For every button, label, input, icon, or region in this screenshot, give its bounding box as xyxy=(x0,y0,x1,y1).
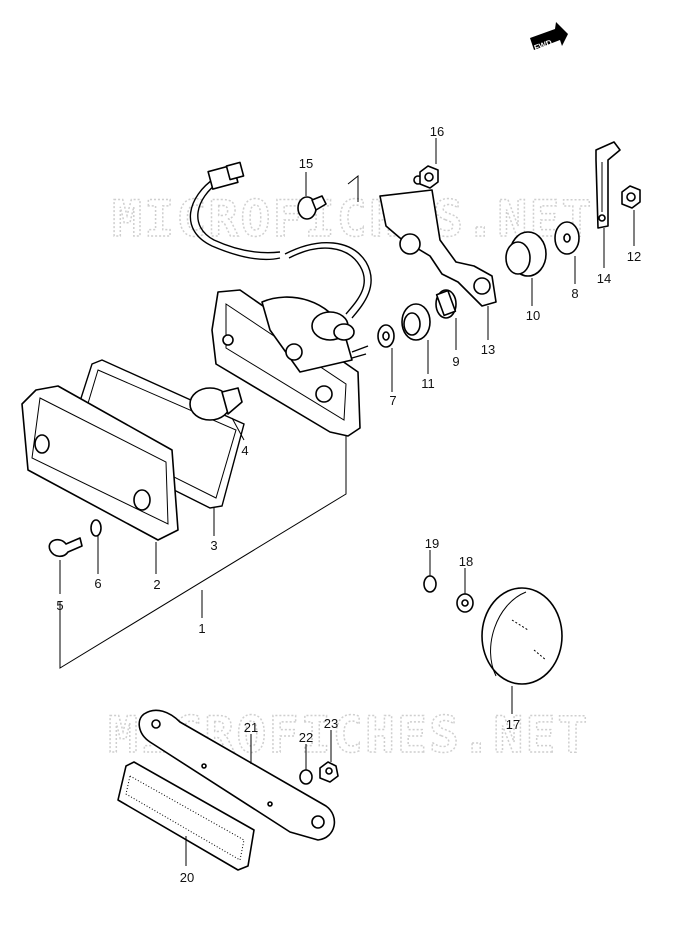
grommet-11 xyxy=(401,303,431,341)
washer-6 xyxy=(90,519,102,537)
callout-7: 7 xyxy=(389,393,396,408)
leader-lines xyxy=(59,138,635,866)
lamp-housing xyxy=(211,289,369,437)
callout-9: 9 xyxy=(452,354,459,369)
lens xyxy=(21,385,179,541)
bracket-13 xyxy=(347,174,497,307)
callout-13: 13 xyxy=(481,342,495,357)
stay-14 xyxy=(595,141,621,229)
screw-5 xyxy=(48,537,83,558)
callout-labels: 1 2 3 4 5 6 7 8 9 10 11 12 13 14 15 16 1… xyxy=(56,124,641,885)
grommet-10 xyxy=(505,231,547,277)
callout-4: 4 xyxy=(241,443,248,458)
nut-23 xyxy=(319,761,339,783)
callout-8: 8 xyxy=(571,286,578,301)
callout-3: 3 xyxy=(210,538,217,553)
callout-22: 22 xyxy=(299,730,313,745)
callout-18: 18 xyxy=(459,554,473,569)
callout-15: 15 xyxy=(299,156,313,171)
callout-12: 12 xyxy=(627,249,641,264)
callout-17: 17 xyxy=(506,717,520,732)
reflector-20 xyxy=(117,761,255,871)
watermark-top: MICROFICHES.NET xyxy=(112,190,594,248)
round-reflector-17 xyxy=(481,587,563,685)
callout-23: 23 xyxy=(324,716,338,731)
callout-2: 2 xyxy=(153,577,160,592)
callout-16: 16 xyxy=(430,124,444,139)
callout-21: 21 xyxy=(244,720,258,735)
callout-20: 20 xyxy=(180,870,194,885)
bulb xyxy=(189,387,243,421)
callout-5: 5 xyxy=(56,598,63,613)
bolt-15 xyxy=(297,195,327,220)
callout-1: 1 xyxy=(198,621,205,636)
collar-9 xyxy=(435,289,457,319)
callout-19: 19 xyxy=(425,536,439,551)
assembly-1-bracket xyxy=(59,436,347,669)
callout-6: 6 xyxy=(94,576,101,591)
wire-harness xyxy=(189,161,372,319)
washer-22 xyxy=(299,769,313,785)
bracket-21 xyxy=(138,709,336,841)
nut-12 xyxy=(621,185,641,209)
nut-16 xyxy=(419,165,439,189)
callout-14: 14 xyxy=(597,271,611,286)
callout-10: 10 xyxy=(526,308,540,323)
callout-11: 11 xyxy=(421,376,435,391)
nut-19 xyxy=(423,575,437,593)
fwd-arrow-icon: FWD xyxy=(530,22,568,53)
